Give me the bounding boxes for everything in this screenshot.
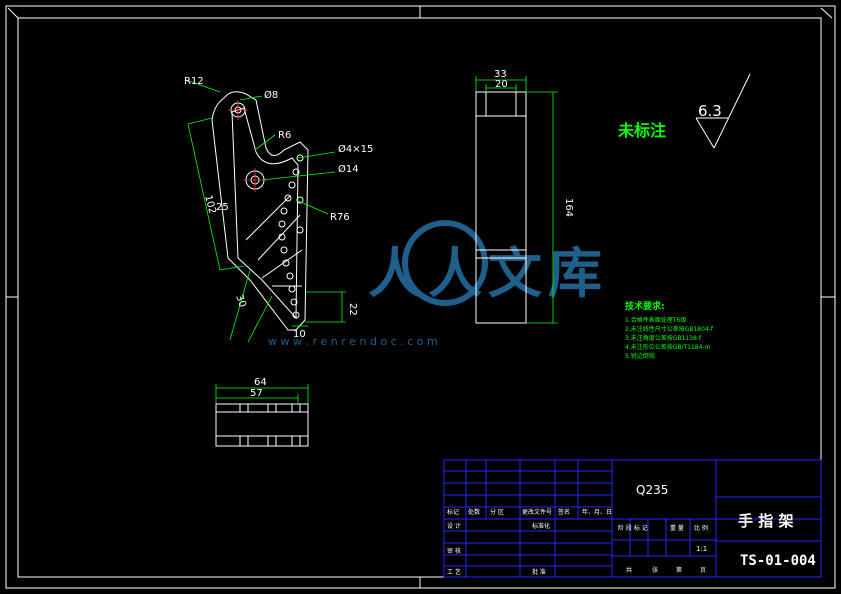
svg-text:分 区: 分 区 [490,508,504,516]
svg-text:更改文件号: 更改文件号 [522,508,552,516]
dim-radius-top: R12 [184,76,204,87]
roughness-symbol-icon [695,73,751,149]
material-value: Q235 [636,483,668,497]
side-view-dims [475,76,558,324]
front-view-labels: R12 Ø8 R6 Ø4×15 Ø14 R76 102 25 30 22 10 [184,76,373,340]
svg-text:共: 共 [626,566,632,574]
dim-offset-small: 25 [216,202,229,213]
dim-arc-radius: R76 [330,212,350,223]
surface-note: 未标注 6.3 [617,73,751,149]
dim-boss-dia: Ø14 [338,163,359,175]
svg-text:比 例: 比 例 [694,524,708,532]
bracket-outline [211,91,309,331]
watermark-logo-icon [402,220,488,306]
finger-holes [278,154,304,319]
dim-side-overall-width: 33 [494,69,507,80]
side-view [475,91,527,324]
dim-hole-dia: Ø8 [264,89,278,101]
dim-length-left: 102 [202,194,218,215]
tech-req-item: 5.锐边倒钝 [625,352,655,360]
drawing-number: TS-01-004 [740,553,816,569]
bracket-inner-outline [231,107,299,320]
tech-req-item: 1.合格件表面处理T6级 [625,316,686,324]
title-block: 标记 处数 分 区 更改文件号 签名 年、月、日 设 计 标准化 审 核 工 艺… [443,459,822,578]
watermark-brand: 人人文库 [368,242,608,305]
dim-holes-pattern: Ø4×15 [338,143,373,155]
tech-req-item: 4.未注形位公差按GB/T1184-m [625,343,711,351]
title-block-labels: 标记 处数 分 区 更改文件号 签名 年、月、日 设 计 标准化 审 核 工 艺… [447,508,708,576]
svg-text:张: 张 [652,566,658,574]
tech-req-item: 2.未注线性尺寸公差按GB1804-f [625,325,714,333]
dim-top-inner-width: 57 [250,388,263,399]
watermark: 人人文库 w w w . r e n r e n d o c . c o m [268,220,608,348]
part-name: 手 指 架 [738,512,793,530]
side-view-labels: 33 20 164 [494,69,574,217]
watermark-url: w w w . r e n r e n d o c . c o m [268,335,438,348]
dim-length-bottom: 30 [233,293,248,309]
title-block-grid [443,459,822,578]
svg-text:签名: 签名 [558,508,570,516]
top-view-dims [215,384,309,404]
dim-width-bottom: 10 [293,329,306,340]
svg-text:标记: 标记 [447,508,459,516]
top-view [215,403,309,447]
drawing-border [5,5,836,589]
dim-top-overall-width: 64 [254,377,267,388]
dim-height-right: 22 [347,303,358,316]
svg-text:处数: 处数 [468,508,480,516]
svg-text:批 准: 批 准 [532,568,546,576]
roughness-value: 6.3 [698,102,722,120]
svg-text:页: 页 [700,567,706,574]
svg-text:标准化: 标准化 [532,522,550,530]
dim-side-inner-width: 20 [495,79,508,90]
dim-fillet: R6 [278,130,291,141]
svg-text:年、月、日: 年、月、日 [582,508,612,516]
svg-text:审 核: 审 核 [447,547,461,555]
tech-req-title: 技术要求: [625,300,665,312]
dim-side-height: 164 [563,198,574,217]
svg-text:第: 第 [676,566,682,574]
scale-value: 1:1 [696,545,707,553]
tech-requirements: 技术要求: 1.合格件表面处理T6级 2.未注线性尺寸公差按GB1804-f 3… [625,300,714,360]
svg-text:阶 段 标 记: 阶 段 标 记 [618,524,648,532]
svg-text:重 量: 重 量 [670,524,684,532]
tech-req-item: 3.未注角度公差按GB1138-f [625,334,702,342]
svg-text:工 艺: 工 艺 [447,568,461,576]
svg-text:设 计: 设 计 [447,522,461,530]
front-view-dims [185,79,346,343]
top-view-labels: 64 57 [250,377,267,399]
surface-note-label: 未标注 [617,121,666,140]
